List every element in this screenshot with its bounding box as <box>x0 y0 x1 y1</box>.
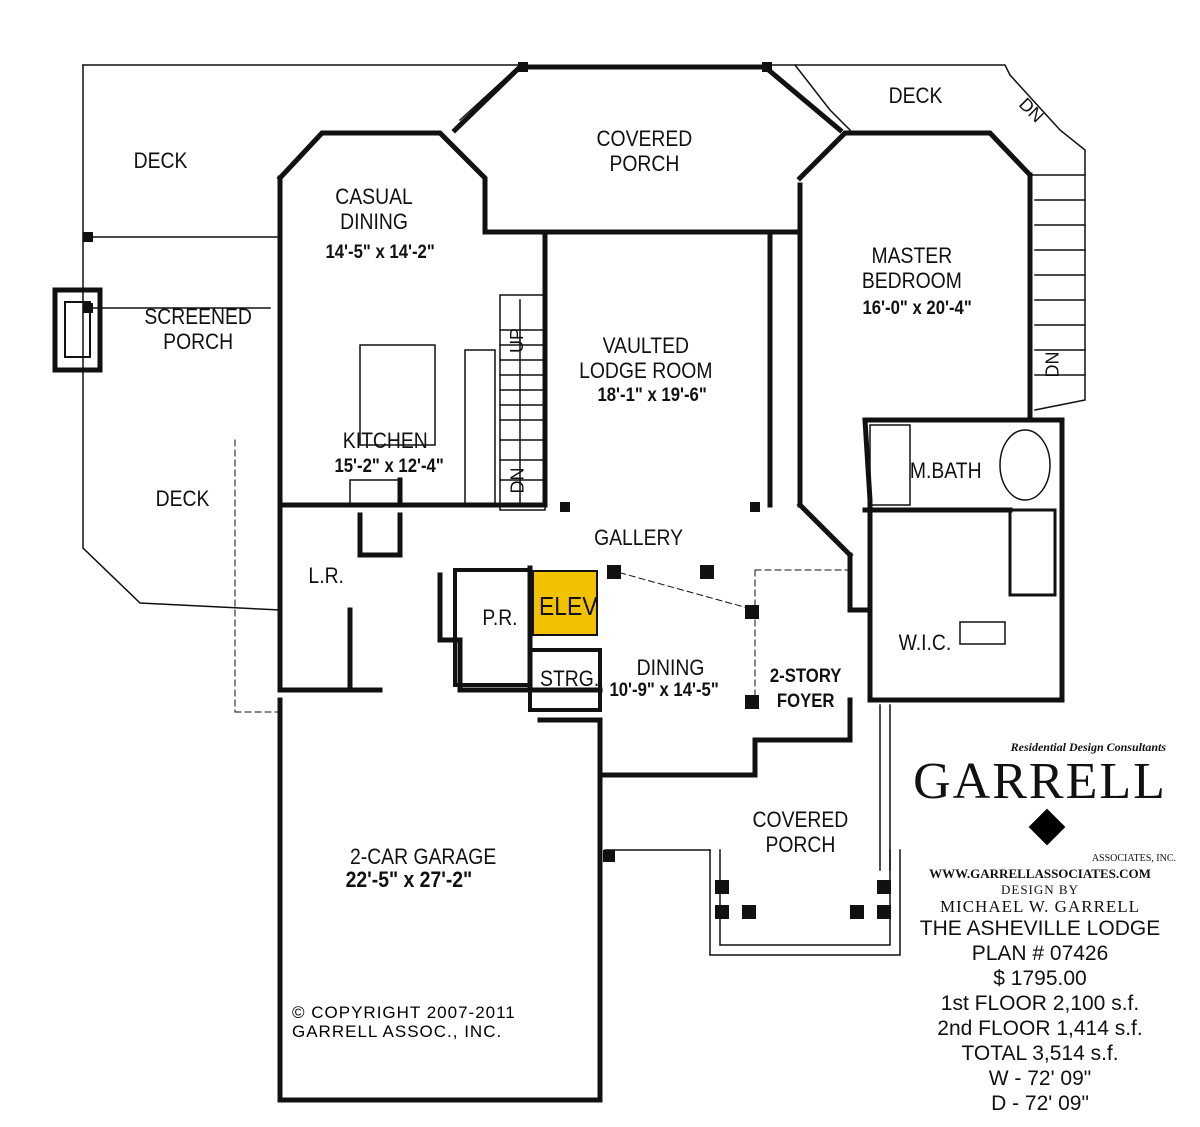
designer-name: MICHAEL W. GARRELL <box>939 897 1141 916</box>
stair-up-label: UP <box>507 327 528 354</box>
total-area: TOTAL 3,514 s.f. <box>961 1042 1119 1065</box>
plan-number: PLAN # 07426 <box>971 942 1109 965</box>
covered-porch-front <box>604 704 901 956</box>
porch-posts <box>83 62 891 919</box>
lr-label: L.R. <box>308 563 344 588</box>
first-floor-area: 1st FLOOR 2,100 s.f. <box>940 992 1140 1015</box>
screened-porch <box>52 287 103 373</box>
kitchen-dimensions: 15'-2" x 12'-4" <box>334 456 444 477</box>
stair <box>499 294 546 511</box>
deck-nw-label: DECK <box>133 148 188 173</box>
deck-sw-label: DECK <box>155 486 210 511</box>
garrell-logo: GARRELL <box>900 756 1180 857</box>
garage-walls <box>277 697 603 1103</box>
plan-width: W - 72' 09" <box>988 1067 1092 1090</box>
tagline: Residential Design Consultants <box>1010 740 1166 754</box>
deck-stair-down-right-label: DN <box>1042 351 1063 378</box>
master-bath-walls <box>847 417 1065 703</box>
pr-walls <box>453 568 532 687</box>
title-block: Residential Design Consultants GARRELL A… <box>900 740 1180 1116</box>
website: WWW.GARRELLASSOCIATES.COM <box>929 866 1151 881</box>
plan-depth: D - 72' 09" <box>991 1092 1089 1115</box>
kitchen-label: KITCHEN <box>342 428 428 453</box>
m-bath-label: M.BATH <box>909 458 982 483</box>
master-walls <box>796 130 1034 508</box>
dining-label: DINING <box>636 655 705 680</box>
casual-dining-walls <box>276 130 488 235</box>
garage-dimensions: 22'-5" x 27'-2" <box>345 867 473 892</box>
dining-dimensions: 10'-9" x 14'-5" <box>609 680 719 701</box>
logo-subtitle: ASSOCIATES, INC. <box>1091 853 1176 864</box>
elevator-fill <box>532 570 598 636</box>
elev-label: ELEV <box>538 591 598 621</box>
strg-walls <box>528 648 602 712</box>
vaulted-lodge-room-dimensions: 18'-1" x 19'-6" <box>597 385 707 406</box>
diamond-icon <box>1028 808 1066 846</box>
plan-name: THE ASHEVILLE LODGE <box>919 917 1161 940</box>
deck-ne-label: DECK <box>888 83 943 108</box>
dashed-lines <box>234 439 851 713</box>
deck-stair-right <box>1008 73 1086 411</box>
second-floor-area: 2nd FLOOR 1,414 s.f. <box>937 1017 1143 1040</box>
design-by: DESIGN BY <box>1001 882 1079 897</box>
casual-dining-dimensions: 14'-5" x 14'-2" <box>325 242 435 263</box>
covered-porch-top-walls <box>451 64 844 134</box>
garage-label: 2-CAR GARAGE <box>349 844 497 869</box>
pr-label: P.R. <box>482 605 518 630</box>
gallery-walls <box>277 501 854 778</box>
wic-label: W.I.C. <box>898 630 952 655</box>
gallery-label: GALLERY <box>594 525 684 550</box>
stair-down-label: DN <box>507 467 528 494</box>
copyright-notice: © COPYRIGHT 2007-2011 GARRELL ASSOC., IN… <box>292 1003 516 1041</box>
master-bath-fixtures <box>869 424 1051 645</box>
master-bedroom-dimensions: 16'-0" x 20'-4" <box>862 298 972 319</box>
strg-label: STRG. <box>540 666 600 691</box>
plan-price: $ 1795.00 <box>993 967 1087 990</box>
kitchen-fixtures <box>349 344 496 506</box>
